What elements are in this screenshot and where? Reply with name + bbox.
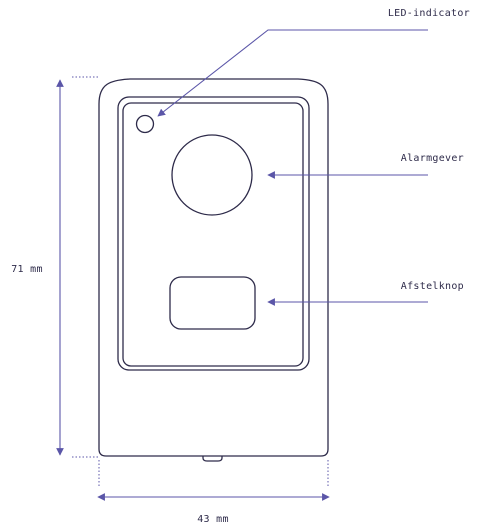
annotations: [56, 29, 428, 501]
labels: LED-indicator Alarmgever Afstelknop 71 m…: [11, 8, 470, 525]
extension-lines: [72, 76, 329, 488]
reset-button: [169, 276, 256, 330]
device-body: [98, 78, 329, 462]
height-label: 71 mm: [11, 264, 43, 275]
alarm-label: Alarmgever: [401, 153, 464, 164]
alarm-button: [171, 134, 253, 216]
front-panel-inner: [122, 102, 304, 367]
reset-label: Afstelknop: [401, 281, 464, 292]
width-label: 43 mm: [197, 514, 229, 525]
led-indicator-label: LED-indicator: [388, 8, 470, 19]
led-leader-line: [157, 29, 428, 117]
front-panel-outer: [117, 96, 310, 371]
outer-shell: [98, 78, 329, 457]
led-indicator-icon: [135, 114, 155, 134]
bottom-clip: [202, 456, 223, 462]
